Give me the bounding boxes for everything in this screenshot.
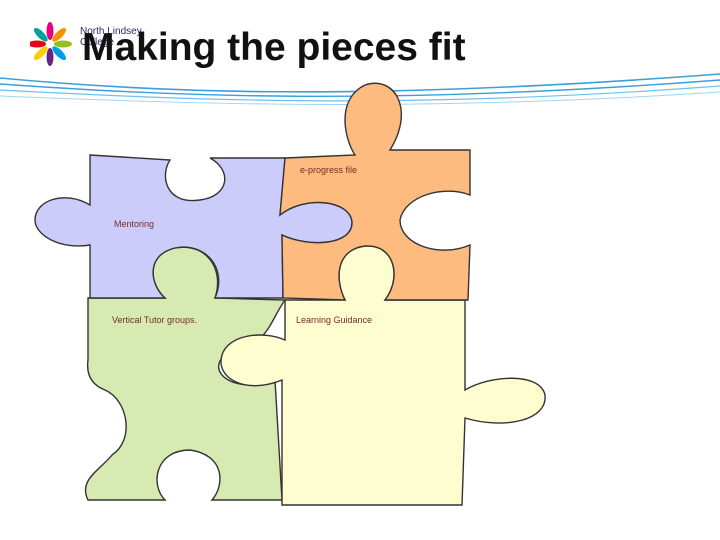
slide-title: Making the pieces fit xyxy=(82,26,466,69)
piece-label-learning-guidance: Learning Guidance xyxy=(296,315,372,325)
puzzle-piece-vertical-tutor-groups xyxy=(84,246,287,501)
puzzle-piece-e-progress-file xyxy=(279,82,471,301)
title-underline-swoosh xyxy=(0,73,720,106)
logo-text: North Lindsey College xyxy=(80,26,142,48)
piece-label-vertical-tutor-groups: Vertical Tutor groups. xyxy=(112,315,197,325)
piece-label-e-progress-file: e-progress file xyxy=(300,165,357,175)
pinwheel-logo-icon xyxy=(30,22,72,66)
piece-label-mentoring: Mentoring xyxy=(114,219,154,229)
